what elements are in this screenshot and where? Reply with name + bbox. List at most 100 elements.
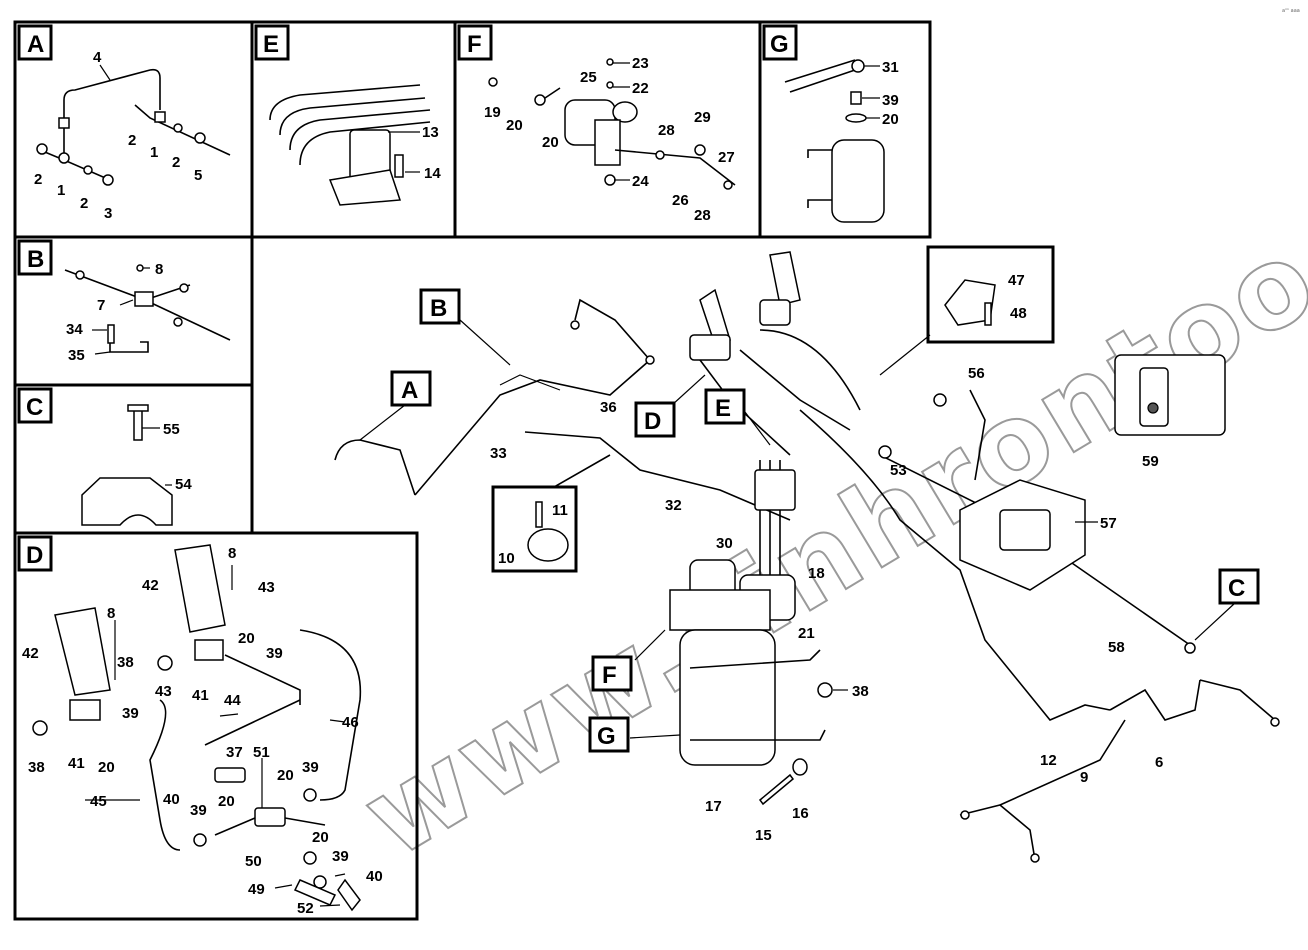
panel-f-drawing bbox=[488, 58, 736, 190]
part-label: 24 bbox=[632, 173, 649, 190]
part-label: 39 bbox=[332, 848, 349, 865]
part-label: 36 bbox=[600, 399, 617, 416]
part-label: 20 bbox=[238, 630, 255, 647]
part-label: 46 bbox=[342, 714, 359, 731]
part-label: 3 bbox=[104, 205, 112, 222]
part-label: 41 bbox=[68, 755, 85, 772]
panel-label-a: A bbox=[27, 31, 44, 58]
part-label: 35 bbox=[68, 347, 85, 364]
panel-a-labels: 4 2 1 2 5 2 1 2 3 bbox=[34, 49, 202, 222]
part-label: 2 bbox=[128, 132, 136, 149]
part-label: 38 bbox=[28, 759, 45, 776]
part-label: 43 bbox=[258, 579, 275, 596]
part-label: 1 bbox=[57, 182, 65, 199]
part-label: 32 bbox=[665, 497, 682, 514]
part-label: 7 bbox=[97, 297, 105, 314]
part-label: 20 bbox=[277, 767, 294, 784]
part-label: 40 bbox=[366, 868, 383, 885]
part-label: 16 bbox=[792, 805, 809, 822]
part-label: 53 bbox=[890, 462, 907, 479]
part-label: 50 bbox=[245, 853, 262, 870]
part-label: 52 bbox=[297, 900, 314, 917]
panel-letters: A E F G B C D bbox=[17, 24, 798, 572]
part-label: 18 bbox=[808, 565, 825, 582]
part-label: 39 bbox=[190, 802, 207, 819]
callout-d: D bbox=[644, 408, 661, 435]
part-label: 12 bbox=[1040, 752, 1057, 769]
panel-label-f: F bbox=[467, 31, 482, 58]
part-label: 58 bbox=[1108, 639, 1125, 656]
part-label: 20 bbox=[882, 111, 899, 128]
panel-c-drawing bbox=[81, 404, 173, 526]
part-label: 8 bbox=[107, 605, 115, 622]
part-label: 38 bbox=[117, 654, 134, 671]
part-label: 54 bbox=[175, 476, 192, 493]
part-label: 42 bbox=[142, 577, 159, 594]
part-label: 34 bbox=[66, 321, 83, 338]
panel-b-labels: 8 7 34 35 bbox=[66, 261, 163, 364]
main-assembly-drawing bbox=[334, 245, 1280, 863]
part-label: 33 bbox=[490, 445, 507, 462]
part-label: 20 bbox=[506, 117, 523, 134]
panel-g-drawing bbox=[784, 59, 885, 223]
part-label: 30 bbox=[716, 535, 733, 552]
part-label: 39 bbox=[266, 645, 283, 662]
part-label: 20 bbox=[98, 759, 115, 776]
panel-label-d: D bbox=[26, 542, 43, 569]
part-label: 2 bbox=[34, 171, 42, 188]
panel-d-drawing bbox=[32, 544, 362, 912]
part-label: 17 bbox=[705, 798, 722, 815]
part-label: 20 bbox=[312, 829, 329, 846]
part-label: 41 bbox=[192, 687, 209, 704]
part-label: 21 bbox=[798, 625, 815, 642]
part-label: 5 bbox=[194, 167, 202, 184]
part-label: 8 bbox=[228, 545, 236, 562]
callout-g: G bbox=[597, 723, 616, 750]
part-label: 39 bbox=[122, 705, 139, 722]
part-label: 59 bbox=[1142, 453, 1159, 470]
panel-d-labels: 8 42 43 8 20 42 38 39 41 43 44 46 39 38 … bbox=[22, 545, 383, 917]
part-label: 49 bbox=[248, 881, 265, 898]
part-label: 19 bbox=[484, 104, 501, 121]
part-label: 48 bbox=[1010, 305, 1027, 322]
part-label: 28 bbox=[694, 207, 711, 224]
panel-g-frame bbox=[758, 20, 932, 239]
part-label: 11 bbox=[552, 502, 568, 519]
part-label: 38 bbox=[852, 683, 869, 700]
main-callouts: B A D E C F G bbox=[390, 288, 1260, 753]
panel-frames bbox=[13, 20, 932, 921]
panel-g-labels: 31 39 20 bbox=[882, 59, 899, 128]
part-label: 26 bbox=[672, 192, 689, 209]
part-label: 27 bbox=[718, 149, 735, 166]
panel-c-labels: 55 54 bbox=[163, 421, 192, 493]
part-label: 15 bbox=[755, 827, 772, 844]
callout-c: C bbox=[1228, 575, 1245, 602]
part-label: 47 bbox=[1008, 272, 1025, 289]
part-label: 43 bbox=[155, 683, 172, 700]
part-label: 39 bbox=[882, 92, 899, 109]
part-label: 20 bbox=[218, 793, 235, 810]
part-label: 37 bbox=[226, 744, 243, 761]
part-label: 14 bbox=[424, 165, 441, 182]
part-label: 8 bbox=[155, 261, 163, 278]
part-label: 13 bbox=[422, 124, 439, 141]
part-label: 39 bbox=[302, 759, 319, 776]
part-label: 22 bbox=[632, 80, 649, 97]
part-label: 31 bbox=[882, 59, 899, 76]
callout-e: E bbox=[715, 395, 731, 422]
part-label: 20 bbox=[542, 134, 559, 151]
part-label: 23 bbox=[632, 55, 649, 72]
panel-a-drawing bbox=[36, 64, 231, 186]
part-label: 28 bbox=[658, 122, 675, 139]
corner-mark: aⁿⁿ aaa bbox=[1282, 8, 1300, 14]
panel-b-drawing bbox=[64, 264, 231, 355]
part-label: 45 bbox=[90, 793, 107, 810]
panel-label-c: C bbox=[26, 394, 43, 421]
part-label: 29 bbox=[694, 109, 711, 126]
part-label: 40 bbox=[163, 791, 180, 808]
part-label: 55 bbox=[163, 421, 180, 438]
panel-e-drawing bbox=[269, 84, 431, 206]
part-label: 42 bbox=[22, 645, 39, 662]
panel-e-labels: 13 14 bbox=[422, 124, 441, 182]
